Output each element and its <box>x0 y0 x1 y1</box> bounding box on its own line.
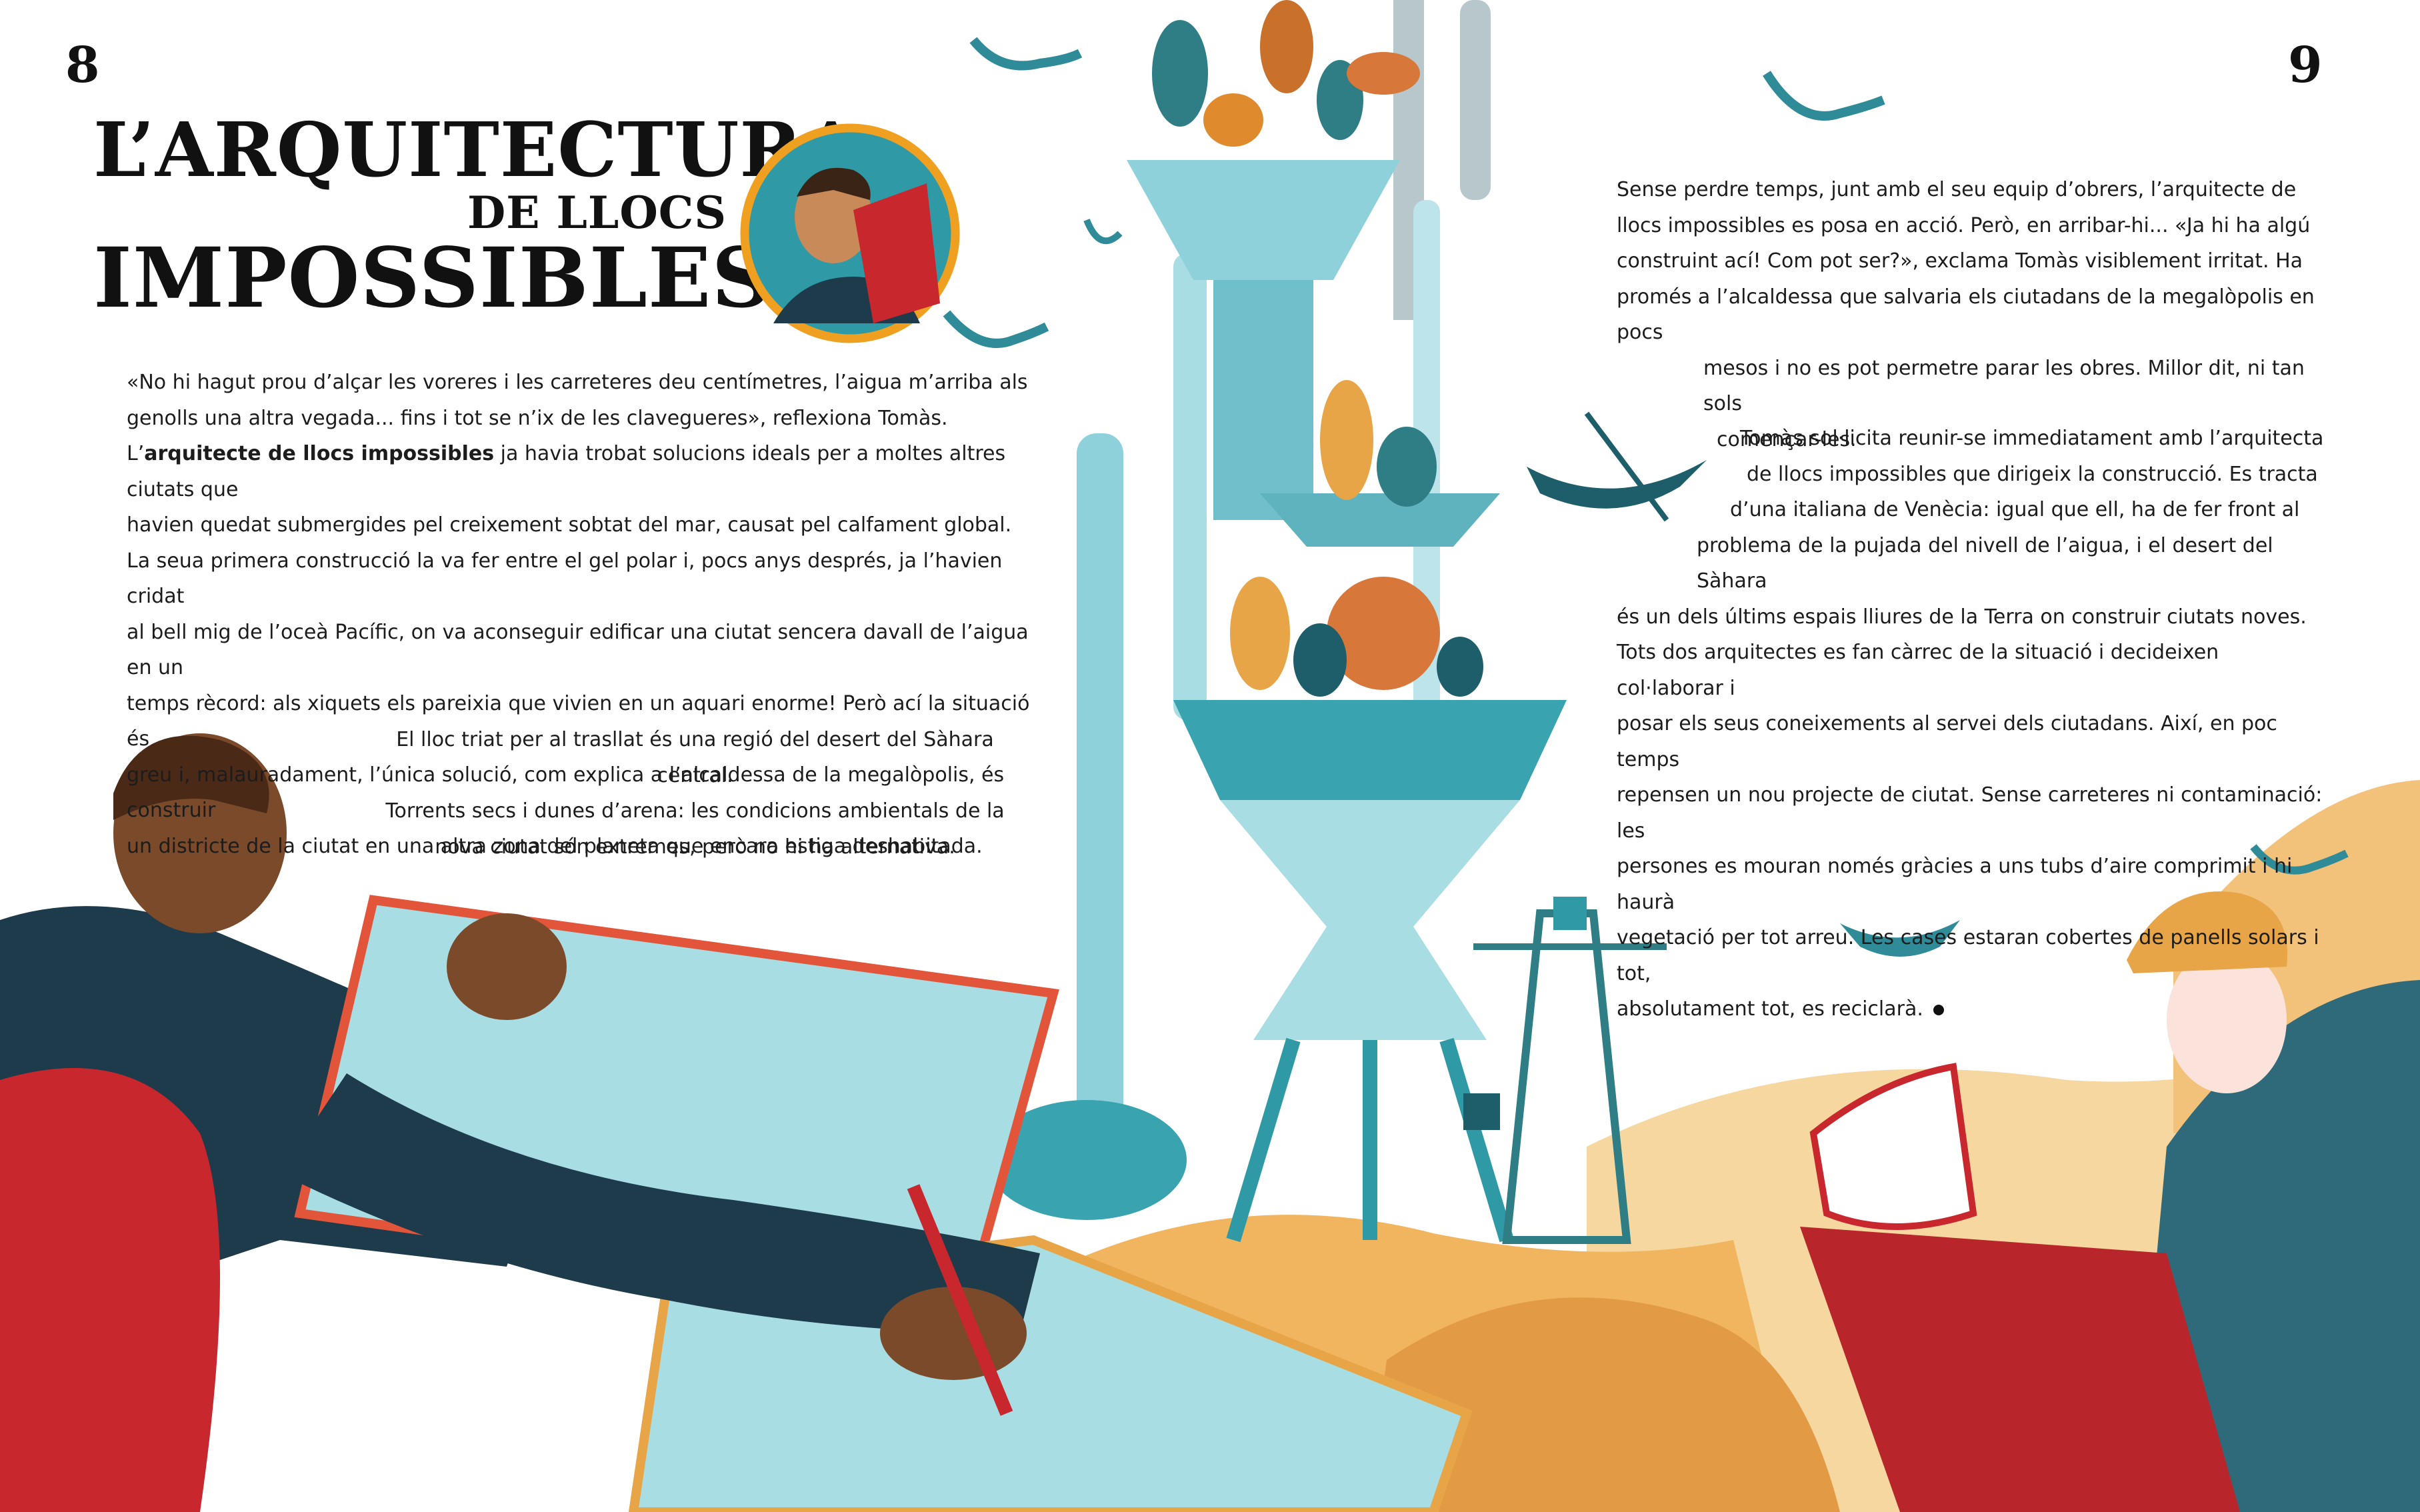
text-line: havien quedat submergides pel creixement… <box>127 513 1012 537</box>
text-line: mesos i no es pot permetre parar les obr… <box>1703 356 2305 416</box>
architect-right-hand <box>1809 1063 1977 1230</box>
text-line: al bell mig de l’oceà Pacífic, on va aco… <box>127 620 1029 680</box>
text-line: problema de la pujada del nivell de l’ai… <box>1697 533 2273 593</box>
end-mark-icon <box>1933 1004 1945 1015</box>
architect-right-cap <box>2127 891 2288 973</box>
text-line: El lloc triat per al trasllat és una reg… <box>396 728 994 787</box>
tree <box>1293 623 1347 697</box>
tower-pipe-mid <box>1173 253 1207 720</box>
page-number-right: 9 <box>2288 37 2323 94</box>
text-line: de llocs impossibles que dirigeix la con… <box>1747 462 2318 486</box>
text-line: vegetació per tot arreu. Les cases estar… <box>1617 926 2319 985</box>
crane-load <box>1463 1093 1500 1130</box>
text-line: Torrents secs i dunes d’arena: les condi… <box>385 799 1005 823</box>
text-span: ja havia trobat solucions ideals per a m… <box>127 442 1006 501</box>
crane-weight <box>1553 897 1587 930</box>
tree <box>1327 577 1440 690</box>
tree <box>1377 427 1437 507</box>
bird <box>1763 71 1885 121</box>
tree <box>1437 637 1483 697</box>
tree <box>1203 93 1263 147</box>
text-line: La seua primera construcció la va fer en… <box>127 549 1003 609</box>
tree <box>1152 20 1208 127</box>
left-paragraph-1: «No hi hagut prou d’alçar les voreres i … <box>127 365 1047 864</box>
tower-pipe-left <box>1077 433 1123 1133</box>
tower-mid-bowl <box>1260 493 1500 547</box>
text-line: L’arquitecte de llocs impossibles ja hav… <box>127 436 1047 507</box>
text-line: «No hi hagut prou d’alçar les voreres i … <box>127 371 1028 394</box>
text-line: persones es mouran només gràcies a uns t… <box>1617 855 2293 914</box>
architect-right-face <box>2167 947 2287 1093</box>
text-line: un districte de la ciutat en una altra z… <box>127 834 983 858</box>
text-line: absolutament tot, es reciclarà. <box>1617 991 2330 1027</box>
bird <box>1083 219 1123 245</box>
text-line: temps rècord: als xiquets els pareixia q… <box>127 691 1030 751</box>
bird <box>943 310 1049 348</box>
text-span: absolutament tot, es reciclarà. <box>1617 997 1923 1021</box>
tower-top-bowl <box>1127 160 1400 280</box>
red-chair <box>0 1068 220 1512</box>
portrait-hair <box>797 167 871 200</box>
title-line-1: L’ARQUITECTURA <box>93 107 861 194</box>
text-line: d’una italiana de Venècia: igual que ell… <box>1730 498 2300 521</box>
text-line: posar els seus coneixements al servei de… <box>1617 712 2277 771</box>
text-line: promés a l’alcaldessa que salvaria els c… <box>1617 285 2315 345</box>
text-line: repensen un nou projecte de ciutat. Sens… <box>1617 783 2323 843</box>
architect-left-hair <box>113 735 269 820</box>
architect-left-arm <box>280 1073 1040 1333</box>
red-tablet-right <box>1800 1227 2240 1512</box>
rowboat <box>1840 920 1960 957</box>
text-line: llocs impossibles es posa en acció. Però… <box>1617 213 2311 237</box>
tower-big-bowl <box>1173 700 1567 800</box>
text-line: construint ací! Com pot ser?», exclama T… <box>1617 249 2303 273</box>
text-span: L’ <box>127 442 145 465</box>
text-line: nova ciutat són extremes, però no hi ha … <box>435 835 955 859</box>
text-line: genolls una altra vegada... fins i tot s… <box>127 406 948 430</box>
tower-legs <box>1226 1037 1514 1243</box>
architect-left-hand-top <box>447 913 567 1020</box>
bird <box>2250 844 2349 875</box>
tower-bottom-tank <box>987 1100 1187 1220</box>
title-line-3: IMPOSSIBLES <box>93 230 772 327</box>
sand-dune-front <box>1367 1297 1840 1512</box>
text-line: Tots dos arquitectes es fan càrrec de la… <box>1617 641 2219 700</box>
tree <box>1320 380 1373 500</box>
text-line: Tomàs sol·licita reunir-se immediatament… <box>1740 427 2324 450</box>
highlight-term: arquitecte de llocs impossibles <box>144 442 495 465</box>
tree <box>1230 577 1290 690</box>
right-paragraph-2: Tomàs sol·licita reunir-se immediatament… <box>1617 421 2330 1027</box>
right-paragraph-1: Sense perdre temps, junt amb el seu equi… <box>1617 172 2330 457</box>
portrait-tablet <box>853 183 940 323</box>
gondola <box>1527 460 1707 509</box>
title-line-2: DE LLOCS <box>467 187 727 239</box>
portrait-medallion <box>740 123 960 343</box>
architect-right-body <box>2133 980 2420 1512</box>
stylus <box>907 1184 1013 1416</box>
gondola-oar <box>1584 411 1669 522</box>
bird <box>969 37 1083 71</box>
tower-pipe-top2 <box>1460 0 1491 200</box>
page-number-left: 8 <box>65 37 100 94</box>
left-paragraph-2: El lloc triat per al trasllat és una reg… <box>360 722 1030 865</box>
tower-hourglass <box>1220 800 1520 1040</box>
tree <box>1260 0 1313 93</box>
text-line: començar-les. <box>1717 427 1857 451</box>
tower-top-neck <box>1213 280 1313 520</box>
text-line: greu i, malauradament, l’única solució, … <box>127 763 1005 823</box>
text-line: és un dels últims espais lliures de la T… <box>1617 605 2307 629</box>
text-line: Sense perdre temps, junt amb el seu equi… <box>1617 178 2297 201</box>
tree <box>1347 52 1420 95</box>
